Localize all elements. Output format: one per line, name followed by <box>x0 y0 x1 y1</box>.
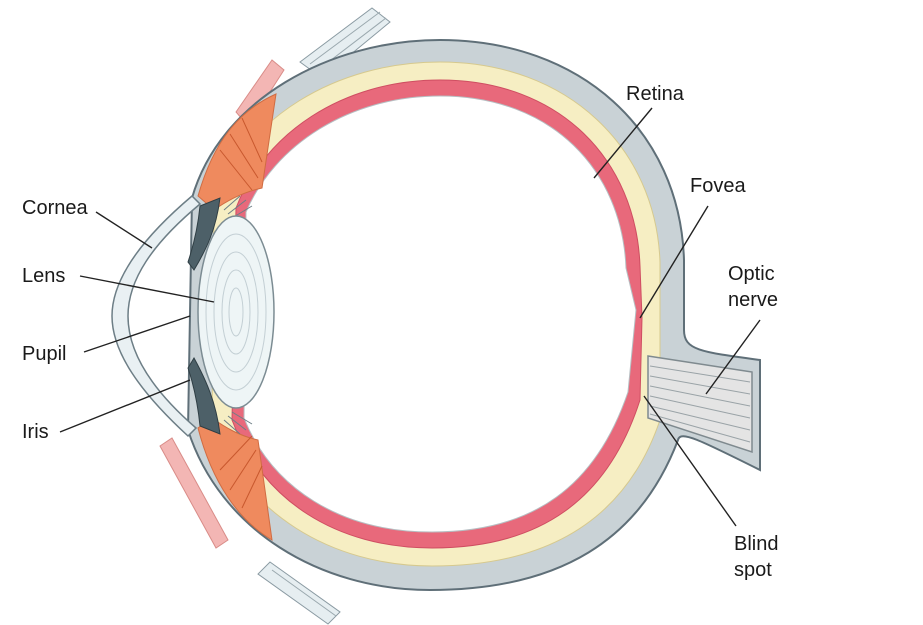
blind-spot-label-line1: Blind <box>734 533 778 555</box>
iris-label: Iris <box>22 421 49 443</box>
blind-spot-label-line2: spot <box>734 559 772 581</box>
iris-bottom <box>187 356 221 435</box>
iris-top <box>187 197 221 271</box>
fovea-leader <box>639 205 709 319</box>
vitreous-body <box>243 95 637 533</box>
lens-leader <box>79 275 215 303</box>
retina-label: Retina <box>626 83 685 105</box>
pupil-label: Pupil <box>22 343 66 365</box>
ciliary-muscle-top <box>197 93 277 211</box>
lens-label: Lens <box>22 265 65 287</box>
cornea-leader <box>95 211 153 249</box>
retina-leader <box>593 107 653 179</box>
optic-nerve <box>647 355 753 454</box>
iris-leader <box>59 379 191 433</box>
cornea-label: Cornea <box>22 197 88 219</box>
fovea-label: Fovea <box>690 175 746 197</box>
zonule-fibers <box>223 195 253 435</box>
pupil-leader <box>83 315 191 353</box>
optic-nerve-label-line2: nerve <box>728 289 778 311</box>
optic-nerve-leader <box>705 319 761 395</box>
optic-nerve-label-line1: Optic <box>728 263 775 285</box>
lens <box>197 215 275 409</box>
cornea <box>111 194 202 438</box>
blind-spot-leader <box>643 395 737 527</box>
ciliary-muscle-bottom <box>197 417 273 541</box>
leader-lines <box>59 107 761 527</box>
extraocular-muscle-bottom <box>159 437 341 625</box>
